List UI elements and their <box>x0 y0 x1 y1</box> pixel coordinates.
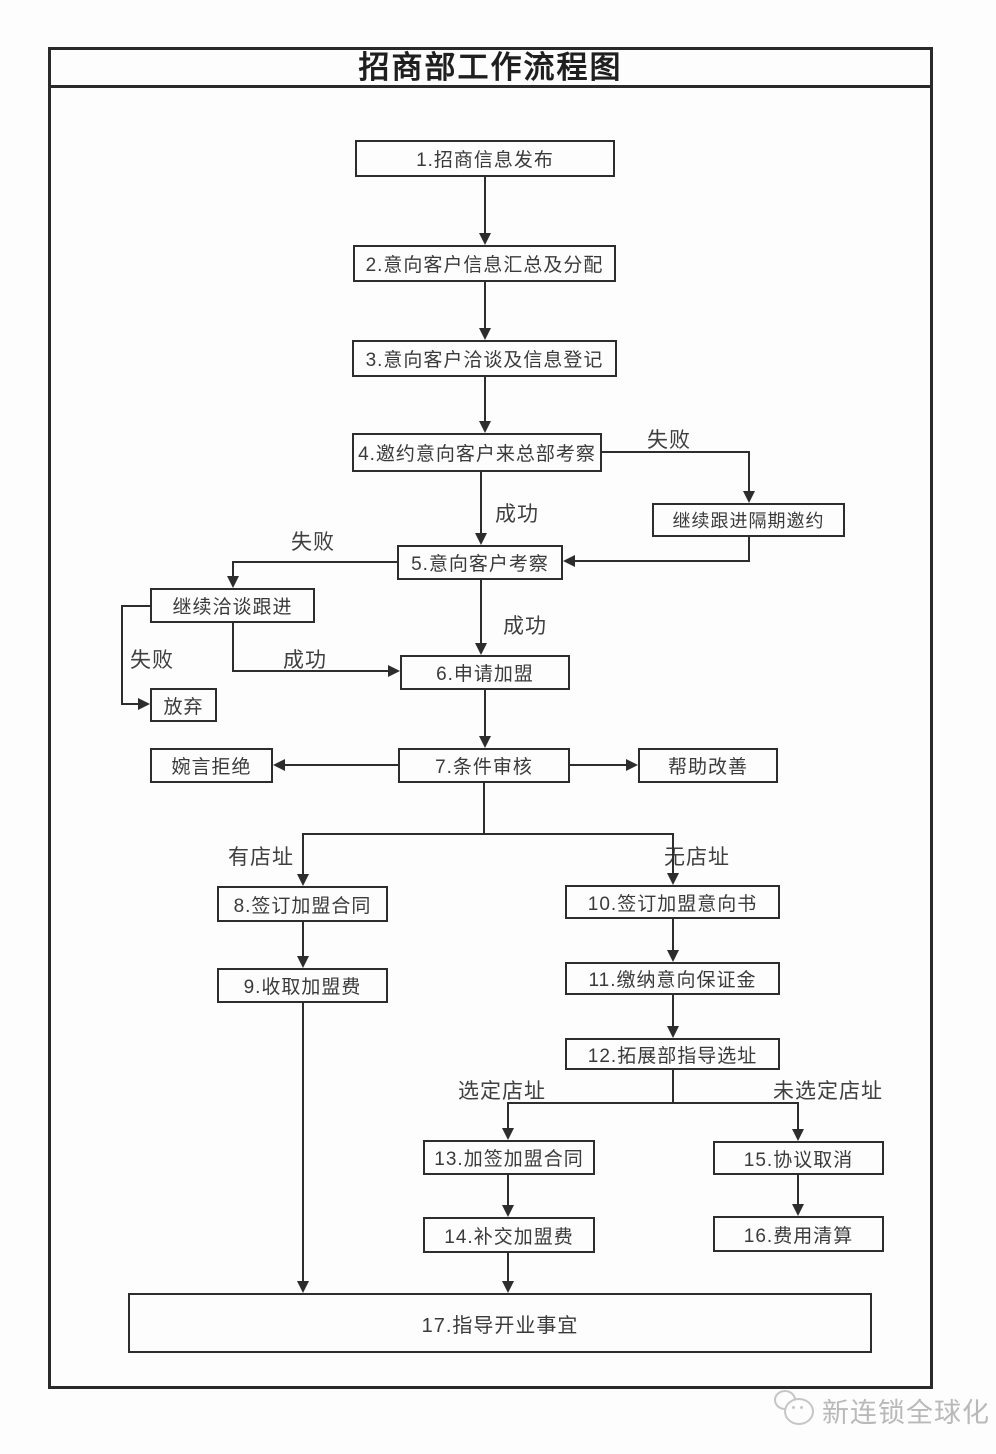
connector <box>484 282 486 330</box>
edge-label-no-site: 无店址 <box>664 846 730 869</box>
connector <box>672 1070 674 1104</box>
page-title: 招商部工作流程图 <box>358 50 623 85</box>
edge-label-site-not-selected: 未选定店址 <box>773 1080 883 1103</box>
edge-label-success-invite: 成功 <box>495 503 539 526</box>
connector <box>748 451 750 493</box>
flow-branch-keep-following-reinvite: 继续跟进隔期邀约 <box>652 503 845 537</box>
edge-label-success-inspection: 成功 <box>503 615 547 638</box>
connector <box>797 1175 799 1205</box>
connector <box>507 1102 509 1129</box>
arrowhead <box>792 1204 804 1216</box>
arrowhead <box>743 491 755 503</box>
flow-step-3-negotiate-register: 3.意向客户洽谈及信息登记 <box>352 340 617 377</box>
arrowhead <box>475 533 487 545</box>
flow-branch-continue-negotiation: 继续洽谈跟进 <box>150 588 315 623</box>
connector <box>480 472 482 535</box>
flow-step-15-agreement-cancel: 15.协议取消 <box>713 1141 884 1175</box>
edge-label-fail-negotiation: 失败 <box>130 649 174 672</box>
arrowhead <box>563 555 575 567</box>
arrowhead <box>297 956 309 968</box>
flow-step-16-fee-settlement: 16.费用清算 <box>713 1216 884 1252</box>
connector <box>121 703 139 705</box>
arrowhead <box>227 576 239 588</box>
watermark: 新连锁全球化 <box>772 1390 990 1430</box>
connector <box>748 537 750 561</box>
connector <box>570 764 627 766</box>
connector <box>484 690 486 737</box>
connector <box>302 833 674 835</box>
connector <box>232 561 234 577</box>
arrowhead <box>502 1128 514 1140</box>
arrowhead <box>667 950 679 962</box>
flow-step-1-publish-info: 1.招商信息发布 <box>355 140 615 177</box>
connector <box>302 1003 304 1282</box>
connector <box>480 580 482 644</box>
edge-label-fail-inspection: 失败 <box>291 531 335 554</box>
connector <box>121 605 123 705</box>
connector <box>484 177 486 235</box>
arrowhead <box>667 1026 679 1038</box>
connector <box>672 919 674 951</box>
flow-step-2-collect-assign: 2.意向客户信息汇总及分配 <box>353 245 616 282</box>
flow-branch-abandon: 放弃 <box>150 688 217 722</box>
arrowhead <box>479 421 491 433</box>
flow-step-11-pay-deposit: 11.缴纳意向保证金 <box>565 962 780 995</box>
arrowhead <box>297 874 309 886</box>
connector <box>507 1175 509 1206</box>
flow-step-9-collect-fee: 9.收取加盟费 <box>217 968 388 1003</box>
arrowhead <box>479 328 491 340</box>
connector <box>574 560 750 562</box>
flow-step-8-sign-contract: 8.签订加盟合同 <box>217 886 388 922</box>
connector <box>507 1102 799 1104</box>
flow-step-7-condition-review: 7.条件审核 <box>398 748 570 783</box>
connector <box>284 764 398 766</box>
arrowhead <box>388 665 400 677</box>
watermark-text: 新连锁全球化 <box>822 1397 990 1428</box>
connector <box>302 922 304 957</box>
connector <box>302 833 304 875</box>
arrowhead <box>792 1129 804 1141</box>
connector <box>672 995 674 1027</box>
flow-step-10-sign-intent: 10.签订加盟意向书 <box>565 885 780 919</box>
edge-label-has-site: 有店址 <box>228 846 294 869</box>
flow-branch-help-improve: 帮助改善 <box>638 748 778 783</box>
flow-step-5-client-inspection: 5.意向客户考察 <box>397 545 563 580</box>
arrowhead <box>479 233 491 245</box>
flow-branch-polite-refusal: 婉言拒绝 <box>150 748 273 783</box>
connector <box>232 670 389 672</box>
connector <box>232 561 397 563</box>
arrowhead <box>479 736 491 748</box>
flow-step-6-apply-franchise: 6.申请加盟 <box>400 655 570 690</box>
edge-label-fail-invite: 失败 <box>647 429 691 452</box>
flow-step-14-pay-remaining-fee: 14.补交加盟费 <box>423 1217 595 1253</box>
edge-label-site-selected: 选定店址 <box>458 1080 546 1103</box>
arrowhead <box>475 643 487 655</box>
arrowhead <box>626 759 638 771</box>
flow-step-17-opening-guidance: 17.指导开业事宜 <box>128 1293 872 1353</box>
arrowhead <box>502 1281 514 1293</box>
title-bar: 招商部工作流程图 <box>48 47 933 88</box>
arrowhead <box>297 1281 309 1293</box>
arrowhead <box>273 759 285 771</box>
connector <box>484 377 486 423</box>
flow-step-4-invite-hq-visit: 4.邀约意向客户来总部考察 <box>352 433 602 472</box>
flow-step-13-amend-contract: 13.加签加盟合同 <box>423 1140 595 1175</box>
flow-step-12-site-guidance: 12.拓展部指导选址 <box>565 1038 780 1070</box>
connector <box>483 783 485 835</box>
wechat-chat-bubbles-icon <box>772 1390 816 1430</box>
arrowhead <box>667 873 679 885</box>
arrowhead <box>502 1205 514 1217</box>
connector <box>232 623 234 672</box>
connector <box>121 605 150 607</box>
connector <box>602 451 750 453</box>
arrowhead <box>138 698 150 710</box>
edge-label-success-negotiation: 成功 <box>283 649 327 672</box>
connector <box>672 833 674 874</box>
connector <box>797 1102 799 1130</box>
connector <box>507 1253 509 1282</box>
